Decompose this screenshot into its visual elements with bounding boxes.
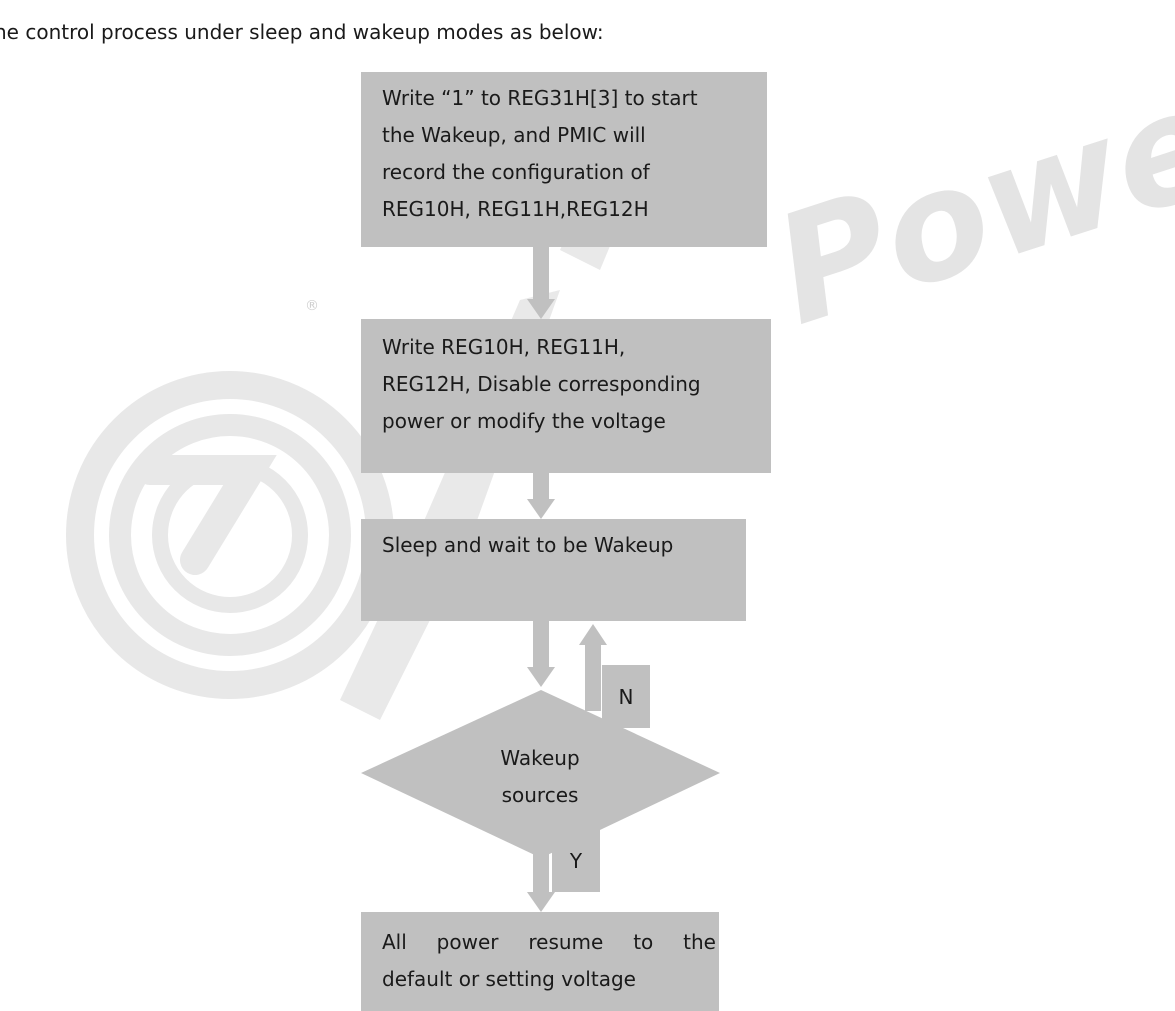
box-line: the Wakeup, and PMIC will bbox=[382, 123, 646, 147]
box-line: Write “1” to REG31H[3] to start bbox=[382, 86, 698, 110]
box-line: All power resume to the bbox=[382, 930, 716, 954]
box-line: Sleep and wait to be Wakeup bbox=[382, 533, 674, 557]
branch-yes-label: Y bbox=[552, 830, 600, 892]
power-resume-box: All power resume to the default or setti… bbox=[361, 912, 719, 1011]
branch-no-label: N bbox=[602, 665, 650, 728]
box-line: REG10H, REG11H,REG12H bbox=[382, 197, 649, 221]
decision-line: Wakeup bbox=[500, 746, 580, 770]
decision-line: sources bbox=[501, 783, 579, 807]
box-line: power or modify the voltage bbox=[382, 409, 666, 433]
box-line: Write REG10H, REG11H, bbox=[382, 335, 626, 359]
start-wakeup-box: Write “1” to REG31H[3] to start the Wake… bbox=[361, 72, 767, 247]
write-registers-box: Write REG10H, REG11H, REG12H, Disable co… bbox=[361, 319, 771, 473]
decision-label: Wakeup sources bbox=[440, 740, 640, 814]
box-line: default or setting voltage bbox=[382, 967, 636, 991]
box-line: REG12H, Disable corresponding bbox=[382, 372, 701, 396]
sleep-wait-box: Sleep and wait to be Wakeup bbox=[361, 519, 746, 621]
registered-mark: ® bbox=[305, 298, 319, 314]
box-line: record the configuration of bbox=[382, 160, 650, 184]
intro-text: he control process under sleep and wakeu… bbox=[0, 20, 604, 44]
